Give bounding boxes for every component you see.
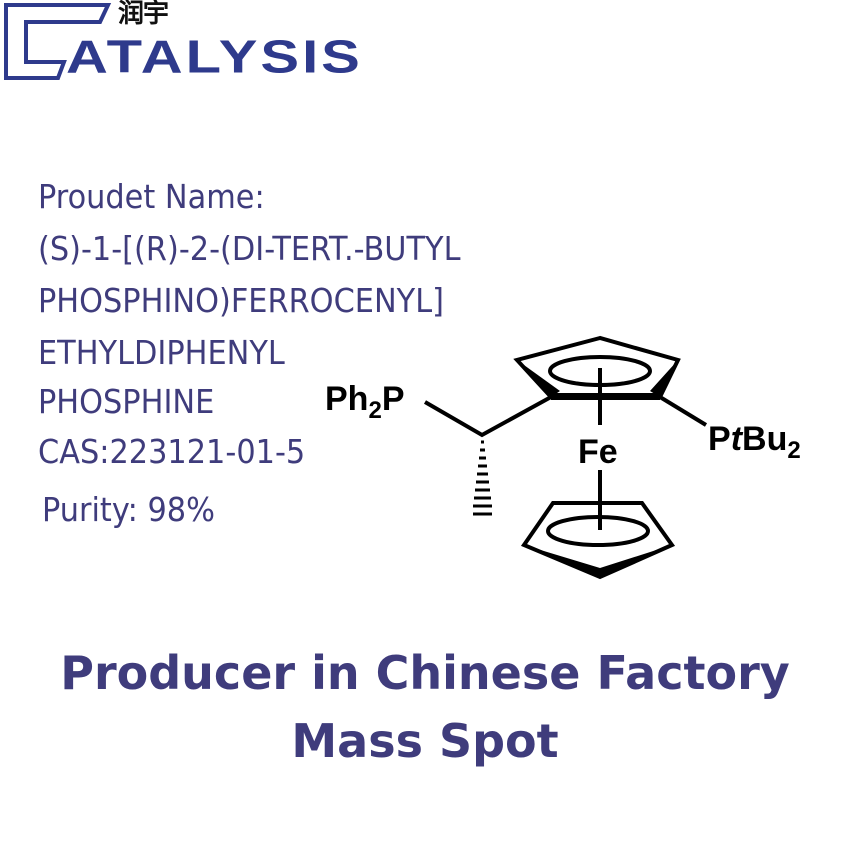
- hashed-wedge-bond: [473, 440, 492, 516]
- ph2p-label: Ph2P: [325, 380, 405, 424]
- cas-number: CAS:223121-01-5: [38, 432, 306, 471]
- tagline-line2: Mass Spot: [291, 714, 559, 768]
- logo-brand: ATALYSIS: [66, 30, 363, 83]
- lower-cp-ellipse: [546, 515, 650, 547]
- product-name-line: PHOSPHINO)FERROCENYL]: [38, 281, 444, 320]
- logo-chinese: 润宇: [118, 0, 169, 29]
- purity: Purity: 98%: [42, 490, 215, 529]
- fe-label: Fe: [578, 433, 618, 471]
- product-name-line: (S)-1-[(R)-2-(DI-TERT.-BUTYL: [38, 229, 461, 268]
- ptbu2-label: PtBu2: [708, 420, 801, 464]
- product-name-line: ETHYLDIPHENYL: [38, 333, 285, 372]
- logo-c-outline: [4, 2, 112, 80]
- product-name-label: Proudet Name:: [38, 177, 265, 216]
- product-name-line: PHOSPHINE: [38, 382, 215, 421]
- tagline-line1: Producer in Chinese Factory: [60, 646, 790, 700]
